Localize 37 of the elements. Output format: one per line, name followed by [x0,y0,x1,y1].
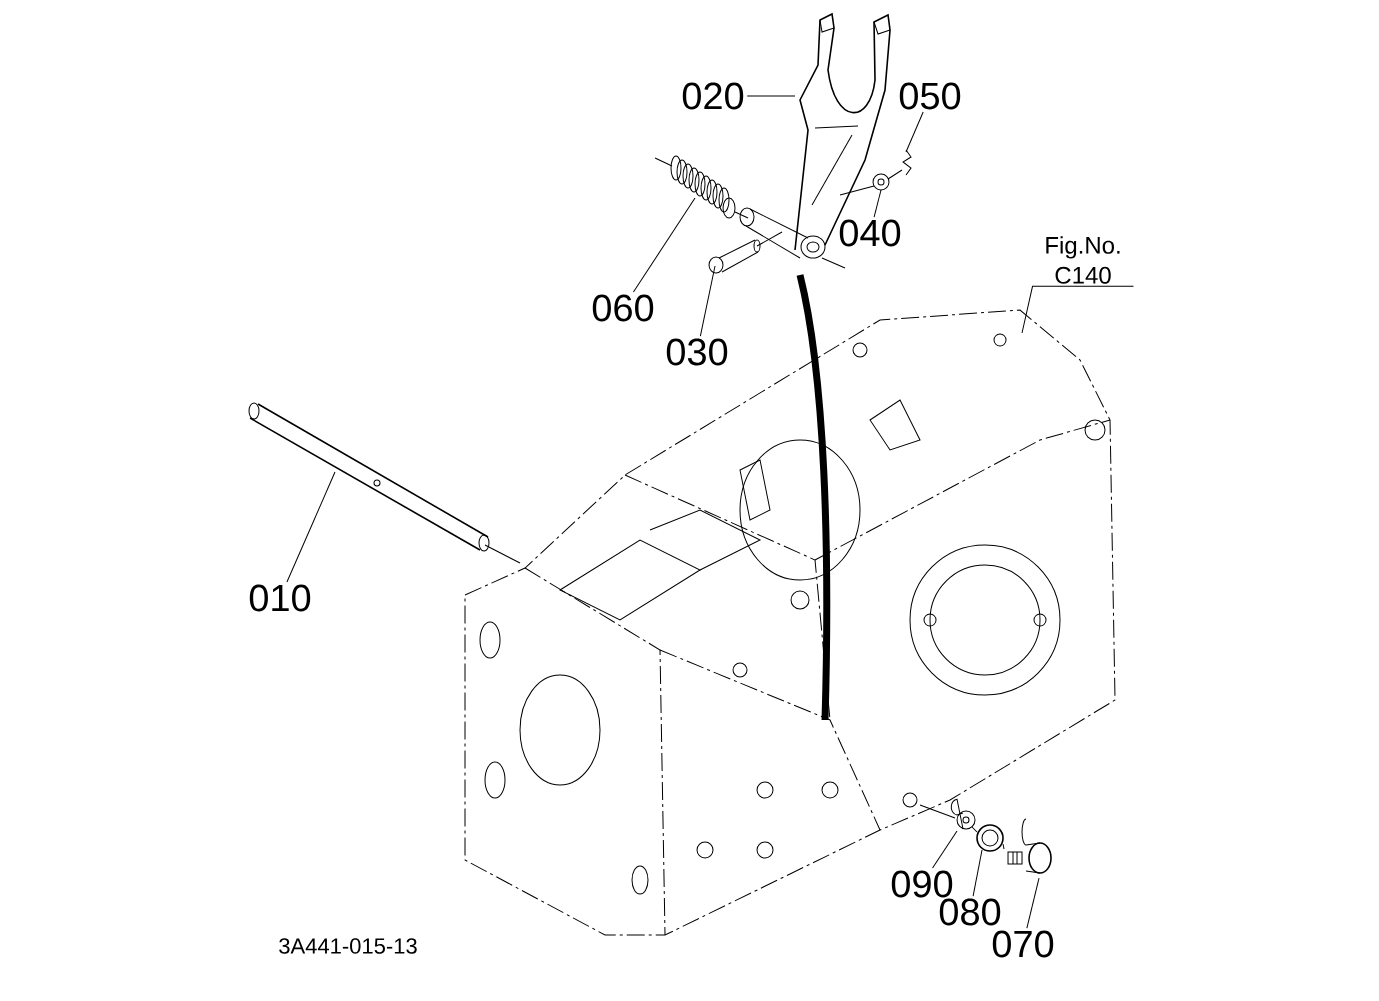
leader-line [873,189,882,218]
centre-line [839,185,875,196]
drawing-number: 3A441-015-13 [279,938,417,954]
leader-line [905,111,924,153]
leader-line [746,95,796,97]
pin-drawing [708,239,761,274]
plug-drawing [1007,818,1052,874]
figure-reference: Fig.No. C140 [1046,236,1120,284]
clip-drawing [902,149,912,176]
centre-line [734,211,749,219]
centre-line [1002,843,1005,850]
centre-line [919,804,956,819]
centre-line [971,826,978,833]
leader-line [1026,877,1040,929]
gasket-drawing [976,824,1004,852]
callout-number: 030 [666,338,728,366]
shaft-drawing [248,402,490,552]
callout-number: 010 [249,584,311,612]
callout-number: 050 [899,82,961,110]
leader-line [699,265,716,337]
centre-line [887,169,903,180]
centre-line [756,231,783,247]
callout-number: 060 [592,294,654,322]
callout-number: 070 [992,930,1054,958]
leader-line [1021,285,1134,334]
assembly-line [796,274,831,721]
centre-line [484,544,521,564]
spring-drawing [654,155,736,219]
callout-number: 090 [891,870,953,898]
callout-number: 080 [939,898,1001,926]
leader-line [972,849,983,897]
cap-drawing [950,798,976,830]
leader-line [632,197,696,293]
leader-line [932,830,958,869]
leader-line [286,471,336,583]
callout-number: 040 [839,219,901,247]
callout-number: 020 [682,82,744,110]
